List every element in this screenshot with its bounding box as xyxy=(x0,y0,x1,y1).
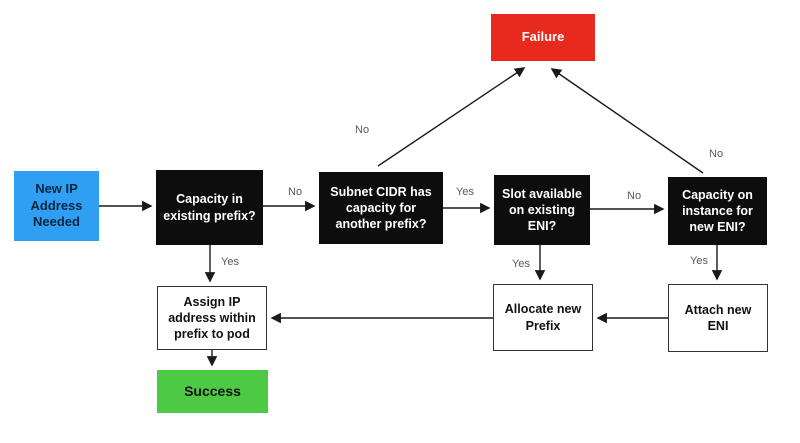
edge-label-yes-subnetcidr: Yes xyxy=(456,186,474,198)
node-success: Success xyxy=(157,370,268,413)
node-allocate-new-prefix: Allocate new Prefix xyxy=(493,284,593,351)
node-capacity-instance-new-eni: Capacity on instance for new ENI? xyxy=(668,177,767,245)
arrow-capacityinstance-to-failure xyxy=(550,68,704,174)
node-subnet-cidr-capacity: Subnet CIDR has capacity for another pre… xyxy=(319,172,443,244)
edge-label-yes-sloteni: Yes xyxy=(512,258,530,270)
node-failure: Failure xyxy=(491,14,595,61)
node-capacity-existing-prefix: Capacity in existing prefix? xyxy=(156,170,263,245)
edge-label-no-subnetcidr-failure: No xyxy=(355,124,370,136)
node-slot-available-eni: Slot available on existing ENI? xyxy=(494,175,590,245)
edge-label-no-capacityinstance-failure: No xyxy=(709,148,724,160)
arrow-subnetcidr-to-failure xyxy=(377,67,526,167)
node-attach-new-eni: Attach new ENI xyxy=(668,284,768,352)
node-new-ip-needed: New IP Address Needed xyxy=(14,171,99,241)
node-assign-ip-to-pod: Assign IP address within prefix to pod xyxy=(157,286,267,350)
edge-label-no-capacityprefix: No xyxy=(288,186,303,198)
edge-label-no-sloteni: No xyxy=(627,190,642,202)
edge-label-yes-capacityinstance: Yes xyxy=(690,255,708,267)
edge-label-yes-capacityprefix: Yes xyxy=(221,256,239,268)
